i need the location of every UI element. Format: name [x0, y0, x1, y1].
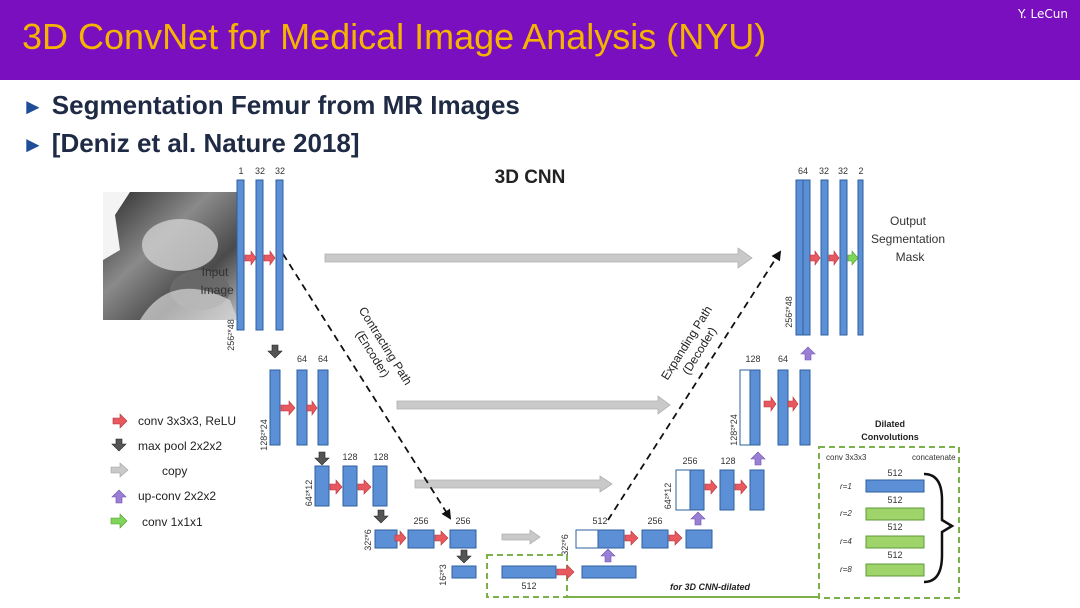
legend-label: conv 1x1x1 — [142, 515, 203, 529]
size-label: 128²*24 — [259, 419, 269, 451]
maxpool-arrows — [267, 344, 472, 564]
dilated-col-label: concatenate — [912, 453, 956, 462]
channel-label: 128 — [745, 354, 760, 364]
bullet-triangle-icon: ► — [22, 132, 44, 157]
level2-right-blocks — [749, 369, 811, 446]
conv-arrows — [244, 250, 840, 580]
level1-right-blocks — [795, 179, 864, 336]
legend-maxpool-icon — [111, 438, 127, 452]
legend-upconv-icon — [111, 489, 127, 504]
conv1x1-arrow — [847, 250, 859, 266]
bullet-triangle-icon: ► — [22, 94, 44, 119]
dilated-block — [865, 535, 925, 549]
expanding-path-arrow — [607, 250, 782, 521]
dilated-title: Dilated — [875, 419, 905, 429]
level5-blocks — [451, 565, 637, 579]
legend-label: copy — [162, 464, 187, 478]
legend-label: conv 3x3x3, ReLU — [138, 414, 236, 428]
size-label: 32²*6 — [560, 534, 570, 556]
size-label: 16²*3 — [438, 564, 448, 586]
dilated-convolutions-panel: Dilated Convolutions conv 3x3x3 concaten… — [818, 419, 960, 599]
channel-label: 256 — [455, 516, 470, 526]
channel-label: 512 — [521, 581, 536, 591]
channel-label: 512 — [592, 516, 607, 526]
size-label: 64²*12 — [663, 483, 673, 510]
dilation-rate-label: r=4 — [840, 537, 852, 546]
channel-label: 256 — [647, 516, 662, 526]
size-label: 256²*48 — [784, 296, 794, 328]
channel-label: 32 — [819, 166, 829, 176]
dilated-channel-label: 512 — [887, 522, 902, 532]
legend-conv1x1-icon — [110, 513, 128, 529]
legend-label: max pool 2x2x2 — [138, 439, 222, 453]
level3-right-blocks — [689, 469, 765, 511]
bullet-item: ► [Deniz et al. Nature 2018] — [22, 128, 360, 159]
channel-label: 32 — [275, 166, 285, 176]
channel-label: 128 — [720, 456, 735, 466]
dilated-channel-label: 512 — [887, 468, 902, 478]
upconv-arrows — [600, 346, 816, 563]
level2-right-copy-block — [739, 369, 751, 446]
size-label: 64²*12 — [304, 480, 314, 507]
bullet-item: ► Segmentation Femur from MR Images — [22, 90, 520, 121]
channel-label: 1 — [238, 166, 243, 176]
legend-conv-icon — [112, 413, 128, 429]
dilated-channel-label: 512 — [887, 495, 902, 505]
channel-label: 256 — [413, 516, 428, 526]
channel-label: 128 — [373, 452, 388, 462]
channel-label: 32 — [255, 166, 265, 176]
dilated-block — [865, 479, 925, 493]
legend-label: up-conv 2x2x2 — [138, 489, 216, 503]
size-label: 256²*48 — [226, 319, 236, 351]
output-label: Mask — [896, 250, 926, 264]
diagram-title: 3D CNN — [495, 167, 566, 188]
input-label: Image — [200, 283, 234, 297]
dilation-rate-label: r=8 — [840, 565, 852, 574]
channel-label: 64 — [778, 354, 788, 364]
copy-arrows — [324, 247, 753, 545]
input-image — [103, 192, 238, 320]
size-label: 32²*6 — [363, 529, 373, 551]
dilation-rate-label: r=2 — [840, 509, 852, 518]
dilated-title: Convolutions — [861, 432, 919, 442]
level1-left-blocks — [236, 179, 284, 331]
dilated-box-border — [818, 446, 960, 599]
channel-label: 64 — [297, 354, 307, 364]
channel-label: 256 — [682, 456, 697, 466]
concatenate-brace — [923, 472, 955, 584]
output-label: Output — [890, 214, 927, 228]
slide-title: 3D ConvNet for Medical Image Analysis (N… — [22, 16, 767, 57]
legend: conv 3x3x3, ReLU max pool 2x2x2 copy up-… — [110, 413, 236, 529]
dilated-channel-label: 512 — [887, 550, 902, 560]
contracting-path-arrow — [282, 253, 452, 520]
slide-header: 3D ConvNet for Medical Image Analysis (N… — [0, 0, 1080, 80]
level4-right-blocks — [597, 529, 713, 549]
input-label: Input — [202, 265, 229, 279]
level4-right-copy-block — [575, 529, 599, 549]
channel-label: 2 — [858, 166, 863, 176]
dilation-rate-label: r=1 — [840, 482, 852, 491]
bullet-text: [Deniz et al. Nature 2018] — [51, 128, 360, 158]
dilated-path-label: for 3D CNN-dilated — [670, 582, 751, 592]
level4-left-blocks — [374, 529, 477, 549]
channel-label: 32 — [838, 166, 848, 176]
dilated-block — [865, 507, 925, 521]
dilated-col-label: conv 3x3x3 — [826, 453, 867, 462]
channel-label: 128 — [342, 452, 357, 462]
slide-author: Y. LeCun — [1018, 7, 1068, 21]
size-label: 128²*24 — [729, 414, 739, 446]
bullet-text: Segmentation Femur from MR Images — [51, 90, 520, 120]
channel-label: 64 — [318, 354, 328, 364]
level3-right-copy-block — [675, 469, 691, 511]
output-label: Segmentation — [871, 232, 945, 246]
dilated-block — [865, 563, 925, 577]
level3-left-blocks — [314, 465, 388, 507]
legend-copy-icon — [110, 462, 129, 478]
level2-left-blocks — [269, 369, 329, 446]
channel-label: 64 — [798, 166, 808, 176]
